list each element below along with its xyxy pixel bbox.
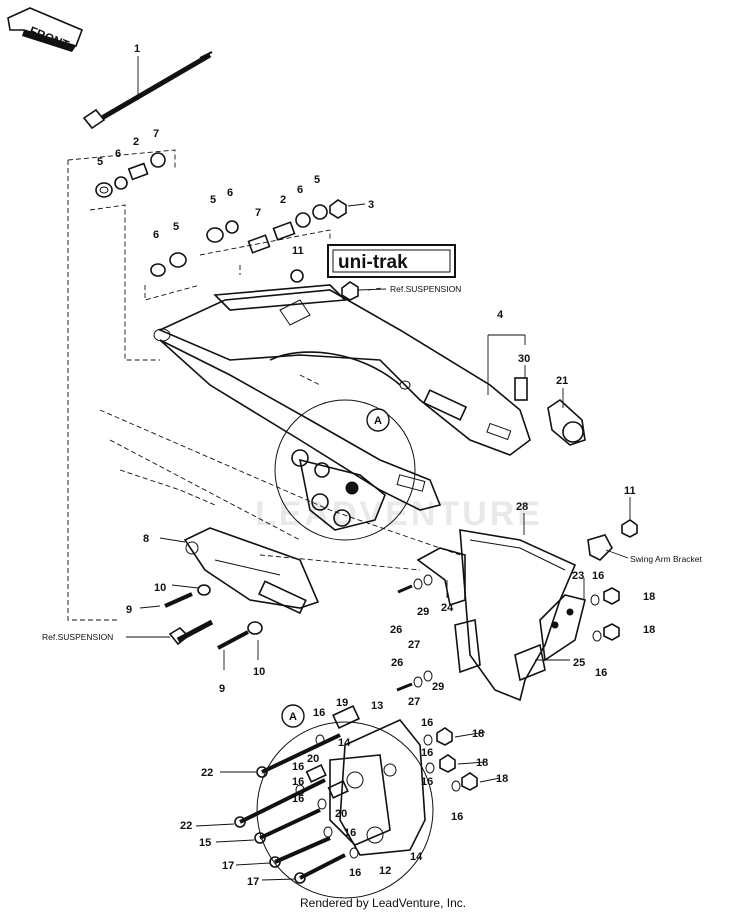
part-label-18c: 18 [472, 728, 484, 740]
footer-credit: Rendered by LeadVenture, Inc. [300, 896, 466, 910]
swing-arm-bracket-label: Swing Arm Bracket [630, 554, 702, 564]
part-label-10a: 10 [154, 582, 166, 594]
part-label-12: 12 [379, 865, 391, 877]
chain-guide [164, 527, 320, 650]
part-label-16g: 16 [451, 811, 463, 823]
part-label-6b: 6 [227, 187, 233, 199]
part-label-18a: 18 [643, 591, 655, 603]
bushing-set-left [95, 152, 166, 198]
part-label-24: 24 [441, 602, 454, 614]
part-label-5c: 5 [314, 174, 320, 186]
assembly-lines [67, 149, 461, 621]
part-label-1: 1 [134, 43, 140, 55]
part-label-2a: 2 [133, 136, 139, 148]
part-label-16k: 16 [344, 827, 356, 839]
part-label-16e: 16 [421, 747, 433, 759]
part-label-5b: 5 [210, 194, 216, 206]
chain-adjuster [514, 377, 586, 446]
part-label-22a: 22 [201, 767, 213, 779]
part-label-20a: 20 [307, 753, 319, 765]
part-label-9a: 9 [126, 604, 132, 616]
leader-lines [126, 56, 631, 881]
part-label-15: 15 [199, 837, 211, 849]
part-label-13: 13 [371, 700, 383, 712]
part-label-11b: 11 [624, 485, 636, 497]
part-label-5d: 5 [173, 221, 179, 233]
part-label-18d: 18 [476, 757, 488, 769]
part-number-labels: 1 5 6 2 7 5 6 2 6 5 3 7 6 5 11 Ref.SUSPE… [42, 43, 702, 888]
part-label-16c: 16 [313, 707, 325, 719]
part-label-6d: 6 [153, 229, 159, 241]
part-label-7b: 7 [255, 207, 261, 219]
part-label-14a: 14 [338, 737, 351, 749]
part-label-26a: 26 [390, 624, 402, 636]
part-label-27b: 27 [408, 696, 420, 708]
part-label-4: 4 [497, 309, 504, 321]
part-label-27a: 27 [408, 639, 420, 651]
part-label-10b: 10 [253, 666, 265, 678]
part-label-5a: 5 [97, 156, 103, 168]
part-label-6a: 6 [115, 148, 121, 160]
detail-a-bottom: A [234, 704, 478, 899]
detail-a-top: A [274, 399, 416, 541]
part-label-3: 3 [368, 199, 374, 211]
swing-arm [153, 284, 531, 511]
part-label-28: 28 [516, 501, 528, 513]
bushing-set-right [150, 199, 359, 301]
part-label-7a: 7 [153, 128, 159, 140]
part-label-16a: 16 [592, 570, 604, 582]
ref-suspension-top: Ref.SUSPENSION [390, 284, 461, 294]
uni-trak-badge: uni-trak [327, 244, 456, 278]
part-label-23: 23 [572, 570, 584, 582]
part-label-20b: 20 [335, 808, 347, 820]
part-label-26b: 26 [391, 657, 403, 669]
part-label-2b: 2 [280, 194, 286, 206]
pivot-bolt [82, 51, 213, 130]
ref-suspension-left: Ref.SUSPENSION [42, 632, 113, 642]
part-label-14b: 14 [410, 851, 423, 863]
part-label-29b: 29 [432, 681, 444, 693]
part-label-18e: 18 [496, 773, 508, 785]
part-label-16d: 16 [421, 717, 433, 729]
detail-a-bottom-label: A [289, 711, 297, 723]
part-label-6c: 6 [297, 184, 303, 196]
part-label-16f: 16 [421, 776, 433, 788]
part-label-17b: 17 [247, 876, 259, 888]
part-label-16h: 16 [292, 761, 304, 773]
part-label-29a: 29 [417, 606, 429, 618]
uni-trak-label: uni-trak [338, 252, 408, 273]
part-label-16i: 16 [292, 776, 304, 788]
part-label-25: 25 [573, 657, 585, 669]
part-label-17a: 17 [222, 860, 234, 872]
part-label-11a: 11 [292, 245, 304, 257]
part-label-30: 30 [518, 353, 530, 365]
part-label-18b: 18 [643, 624, 655, 636]
part-label-16l: 16 [349, 867, 361, 879]
part-label-21: 21 [556, 375, 568, 387]
part-label-19: 19 [336, 697, 348, 709]
part-label-16j: 16 [292, 793, 304, 805]
part-label-8: 8 [143, 533, 149, 545]
part-label-16b: 16 [595, 667, 607, 679]
detail-a-top-label: A [374, 415, 382, 427]
watermark-text: LEADVENTURE [255, 495, 543, 533]
part-label-22b: 22 [180, 820, 192, 832]
part-label-9b: 9 [219, 683, 225, 695]
front-arrow-icon: FRONT [7, 7, 84, 52]
